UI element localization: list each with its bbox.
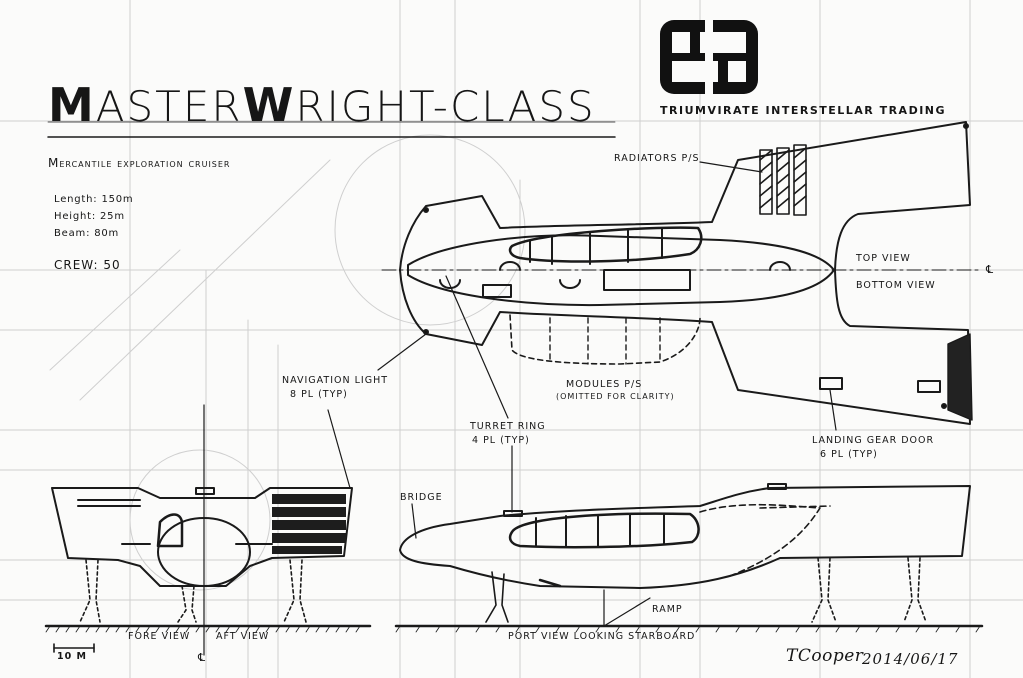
spec-crew: CREW: 50	[54, 258, 121, 272]
label-bridge: BRIDGE	[400, 492, 443, 503]
label-nav-light-count: 8 PL (TYP)	[290, 389, 348, 400]
label-nav-light: NAVIGATION LIGHT	[282, 375, 389, 386]
spec-height: Height: 25m	[54, 211, 125, 222]
label-turret-ring: TURRET RING	[470, 421, 546, 432]
label-ramp: RAMP	[652, 604, 683, 615]
label-modules-note: (OMITTED FOR CLARITY)	[556, 392, 675, 401]
artist-signature: TCooper	[786, 646, 864, 666]
label-scale: 10 M	[57, 651, 87, 662]
label-radiators: RADIATORS P/S	[614, 153, 700, 164]
aft-grille	[272, 494, 346, 554]
top-view-hull	[381, 121, 983, 425]
radiator-panels	[759, 144, 807, 216]
label-centerline-fore: ℄	[198, 651, 207, 664]
label-landing-gear: LANDING GEAR DOOR	[812, 435, 935, 446]
drawing-date: 2014/06/17	[862, 650, 959, 668]
spec-length: Length: 150m	[54, 194, 134, 205]
title-part-2: RIGHT-CLASS	[295, 82, 596, 131]
subtitle: Mercantile exploration cruiser	[48, 156, 231, 170]
label-modules: MODULES P/S	[566, 379, 643, 390]
title-part-1: ASTER	[95, 82, 243, 131]
fore-aft-view	[51, 404, 353, 656]
label-aft-view: AFT VIEW	[216, 631, 270, 642]
label-port-view: PORT VIEW LOOKING STARBOARD	[508, 631, 696, 642]
leader-lines	[327, 161, 837, 627]
port-view-hull	[399, 483, 971, 623]
label-centerline-top: ℄	[986, 263, 995, 276]
scale-bar	[53, 643, 95, 653]
label-top-view: TOP VIEW	[856, 253, 911, 264]
label-turret-count: 4 PL (TYP)	[472, 435, 530, 446]
page-title: MASTERWRIGHT-CLASS	[48, 78, 596, 132]
title-initial: M	[48, 78, 96, 132]
engine-grille-bottom	[947, 333, 973, 421]
company-logo	[660, 20, 758, 94]
label-fore-view: FORE VIEW	[128, 631, 191, 642]
modules-outline	[509, 314, 701, 365]
label-landing-gear-count: 6 PL (TYP)	[820, 449, 878, 460]
title-initial-w: W	[242, 78, 296, 132]
label-bottom-view: BOTTOM VIEW	[856, 280, 936, 291]
company-name: TRIUMVIRATE INTERSTELLAR TRADING	[660, 104, 947, 117]
spec-beam: Beam: 80m	[54, 228, 120, 239]
